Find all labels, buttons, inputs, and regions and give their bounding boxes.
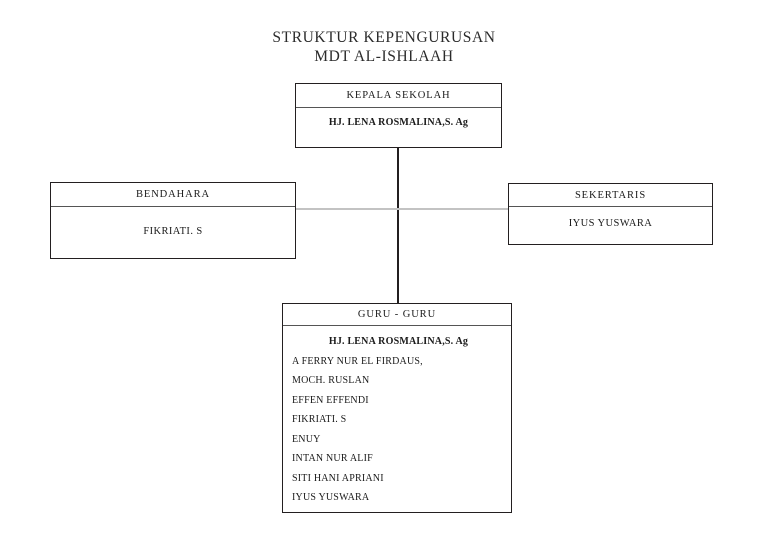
- teacher-list-item: A FERRY NUR EL FIRDAUS,: [292, 355, 423, 367]
- node-sekertaris-name: IYUS YUSWARA: [568, 218, 653, 229]
- teacher-list-item: FIKRIATI. S: [292, 414, 347, 425]
- node-guru-guru[interactable]: GURU - GURU HJ. LENA ROSMALINA,S. Ag A FE…: [282, 303, 512, 513]
- node-bendahara-name: FIKRIATI. S: [143, 226, 203, 237]
- page-title: STRUKTUR KEPENGURUSAN MDT AL-ISHLAAH: [272, 29, 496, 65]
- teacher-list-item: EFFEN EFFENDI: [292, 394, 369, 406]
- teacher-list-item: IYUS YUSWARA: [292, 492, 370, 503]
- teacher-list: HJ. LENA ROSMALINA,S. Ag A FERRY NUR EL F…: [283, 326, 511, 508]
- connector-vertical-kepala-to-guru: [397, 147, 399, 304]
- teacher-list-item: MOCH. RUSLAN: [292, 375, 370, 386]
- teacher-list-item: INTAN NUR ALIF: [292, 453, 373, 464]
- node-kepala-sekolah-name: HJ. LENA ROSMALINA,S. Ag: [328, 117, 469, 128]
- node-kepala-sekolah-header: KEPALA SEKOLAH: [296, 84, 501, 108]
- node-sekertaris-header: SEKERTARIS: [509, 184, 712, 207]
- teacher-list-item: HJ. LENA ROSMALINA,S. Ag: [328, 336, 469, 347]
- teacher-list-item: SITI HANI APRIANI: [292, 472, 384, 484]
- node-kepala-sekolah[interactable]: KEPALA SEKOLAH HJ. LENA ROSMALINA,S. Ag: [295, 83, 502, 148]
- node-guru-guru-header: GURU - GURU: [283, 304, 511, 326]
- node-bendahara-header: BENDAHARA: [51, 183, 295, 207]
- teacher-list-item: ENUY: [292, 433, 321, 445]
- node-bendahara[interactable]: BENDAHARA FIKRIATI. S: [50, 182, 296, 259]
- node-sekertaris[interactable]: SEKERTARIS IYUS YUSWARA: [508, 183, 713, 245]
- connector-horizontal-bendahara-sekertaris: [295, 208, 509, 210]
